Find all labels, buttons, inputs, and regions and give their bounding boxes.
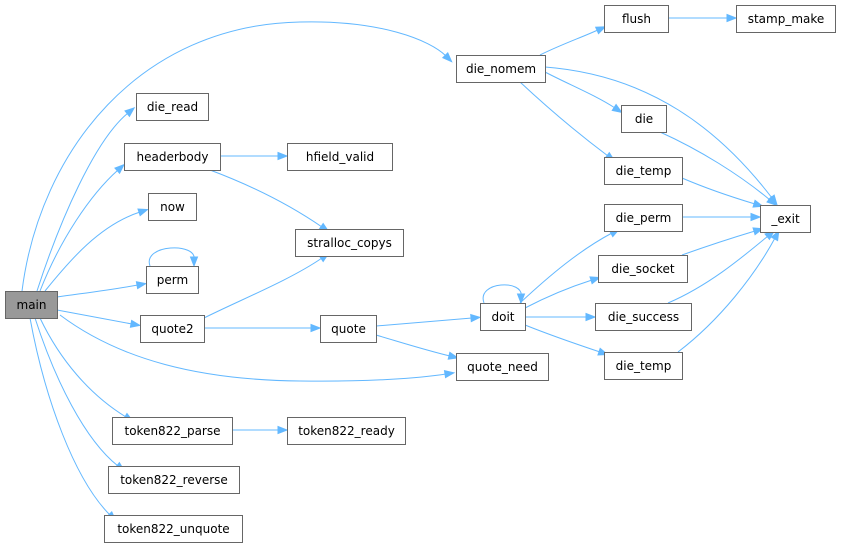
node-label-stamp-make: stamp_make xyxy=(748,12,825,26)
node-label-now: now xyxy=(160,200,185,214)
node-label-headerbody: headerbody xyxy=(137,150,209,164)
edge-doit-to-die_success xyxy=(525,312,597,322)
node-label-hfield-valid: hfield_valid xyxy=(306,150,374,164)
node-label-die-read: die_read xyxy=(147,100,198,114)
node-stamp-make[interactable]: stamp_make xyxy=(736,5,836,33)
node-label-die-perm: die_perm xyxy=(616,211,672,225)
node-doit[interactable]: doit xyxy=(480,303,526,331)
edge-doit-to-die_socket xyxy=(524,276,601,309)
node-label-die-temp-2: die_temp xyxy=(616,359,672,373)
edge-quote2-to-stralloc_copys xyxy=(203,252,330,319)
node-die-success[interactable]: die_success xyxy=(595,303,692,331)
node-quote-need[interactable]: quote_need xyxy=(456,353,549,381)
node-die[interactable]: die xyxy=(621,105,667,133)
node-flush[interactable]: flush xyxy=(604,5,669,33)
edge-die-to-exit xyxy=(659,131,778,207)
edge-quote2-to-quote xyxy=(204,323,322,333)
node-label-die-socket: die_socket xyxy=(611,262,674,276)
node-headerbody[interactable]: headerbody xyxy=(124,143,221,171)
edge-die_temp_2-to-exit xyxy=(677,229,780,353)
node-token822-reverse[interactable]: token822_reverse xyxy=(108,466,240,494)
node-perm[interactable]: perm xyxy=(146,266,199,294)
node-label-token822-reverse: token822_reverse xyxy=(120,473,228,487)
node-token822-parse[interactable]: token822_parse xyxy=(112,417,233,445)
node-die-nomem[interactable]: die_nomem xyxy=(456,55,546,83)
edge-main-to-token822_unquote xyxy=(29,317,117,522)
node-label-doit: doit xyxy=(492,310,515,324)
node-die-temp-2[interactable]: die_temp xyxy=(604,352,683,380)
edge-headerbody-to-stralloc_copys xyxy=(209,169,330,233)
node-label-die-success: die_success xyxy=(608,310,679,324)
node-quote2[interactable]: quote2 xyxy=(140,315,205,343)
node-label-perm: perm xyxy=(157,273,188,287)
node-label-token822-ready: token822_ready xyxy=(298,424,395,438)
edge-main-to-die_read xyxy=(36,107,136,292)
edge-die_nomem-to-die_temp_1 xyxy=(519,81,616,162)
node-label-main: main xyxy=(17,298,47,312)
node-label-flush: flush xyxy=(622,12,651,26)
edge-quote-to-quote_need xyxy=(375,334,460,360)
edge-perm-to-perm xyxy=(148,247,199,268)
node-token822-ready[interactable]: token822_ready xyxy=(287,417,406,445)
node-label-quote-need: quote_need xyxy=(467,360,538,374)
edge-die_socket-to-exit xyxy=(681,227,764,256)
node-main[interactable]: main xyxy=(5,291,58,319)
edge-die_perm-to-exit xyxy=(682,212,762,222)
node-label-stralloc-copys: stralloc_copys xyxy=(307,236,392,250)
edge-main-to-quote_need xyxy=(59,314,456,382)
node-now[interactable]: now xyxy=(148,193,197,221)
node-exit[interactable]: _exit xyxy=(760,205,811,233)
node-label-quote2: quote2 xyxy=(151,322,193,336)
node-die-socket[interactable]: die_socket xyxy=(598,255,688,283)
node-die-perm[interactable]: die_perm xyxy=(604,204,683,232)
edge-headerbody-to-hfield_valid xyxy=(220,151,289,161)
node-token822-unquote[interactable]: token822_unquote xyxy=(104,515,243,543)
node-die-read[interactable]: die_read xyxy=(136,93,209,121)
node-label-token822-unquote: token822_unquote xyxy=(117,522,229,536)
edge-doit-to-doit xyxy=(482,284,526,305)
edge-token822_parse-to-token822_ready xyxy=(232,425,289,435)
edge-main-to-quote2 xyxy=(56,309,142,328)
node-label-quote: quote xyxy=(331,322,366,336)
node-quote[interactable]: quote xyxy=(320,315,377,343)
node-hfield-valid[interactable]: hfield_valid xyxy=(287,143,393,171)
edge-quote-to-doit xyxy=(375,313,482,327)
node-label-exit: _exit xyxy=(770,212,800,226)
node-label-die-nomem: die_nomem xyxy=(466,62,536,76)
edge-main-to-now xyxy=(44,208,149,292)
edge-die_nomem-to-die xyxy=(544,71,623,114)
node-label-die-temp-1: die_temp xyxy=(616,164,672,178)
node-label-die: die xyxy=(635,112,653,126)
node-label-token822-parse: token822_parse xyxy=(125,424,221,438)
edge-main-to-headerbody xyxy=(39,163,125,292)
edge-die_temp_1-to-exit xyxy=(681,177,764,208)
node-stralloc-copys[interactable]: stralloc_copys xyxy=(295,229,404,257)
edge-die_nomem-to-flush xyxy=(539,26,607,56)
node-die-temp-1[interactable]: die_temp xyxy=(604,157,683,185)
edge-flush-to-stamp_make xyxy=(668,13,738,23)
edge-main-to-die_nomem xyxy=(21,21,453,292)
edge-main-to-perm xyxy=(56,281,148,298)
